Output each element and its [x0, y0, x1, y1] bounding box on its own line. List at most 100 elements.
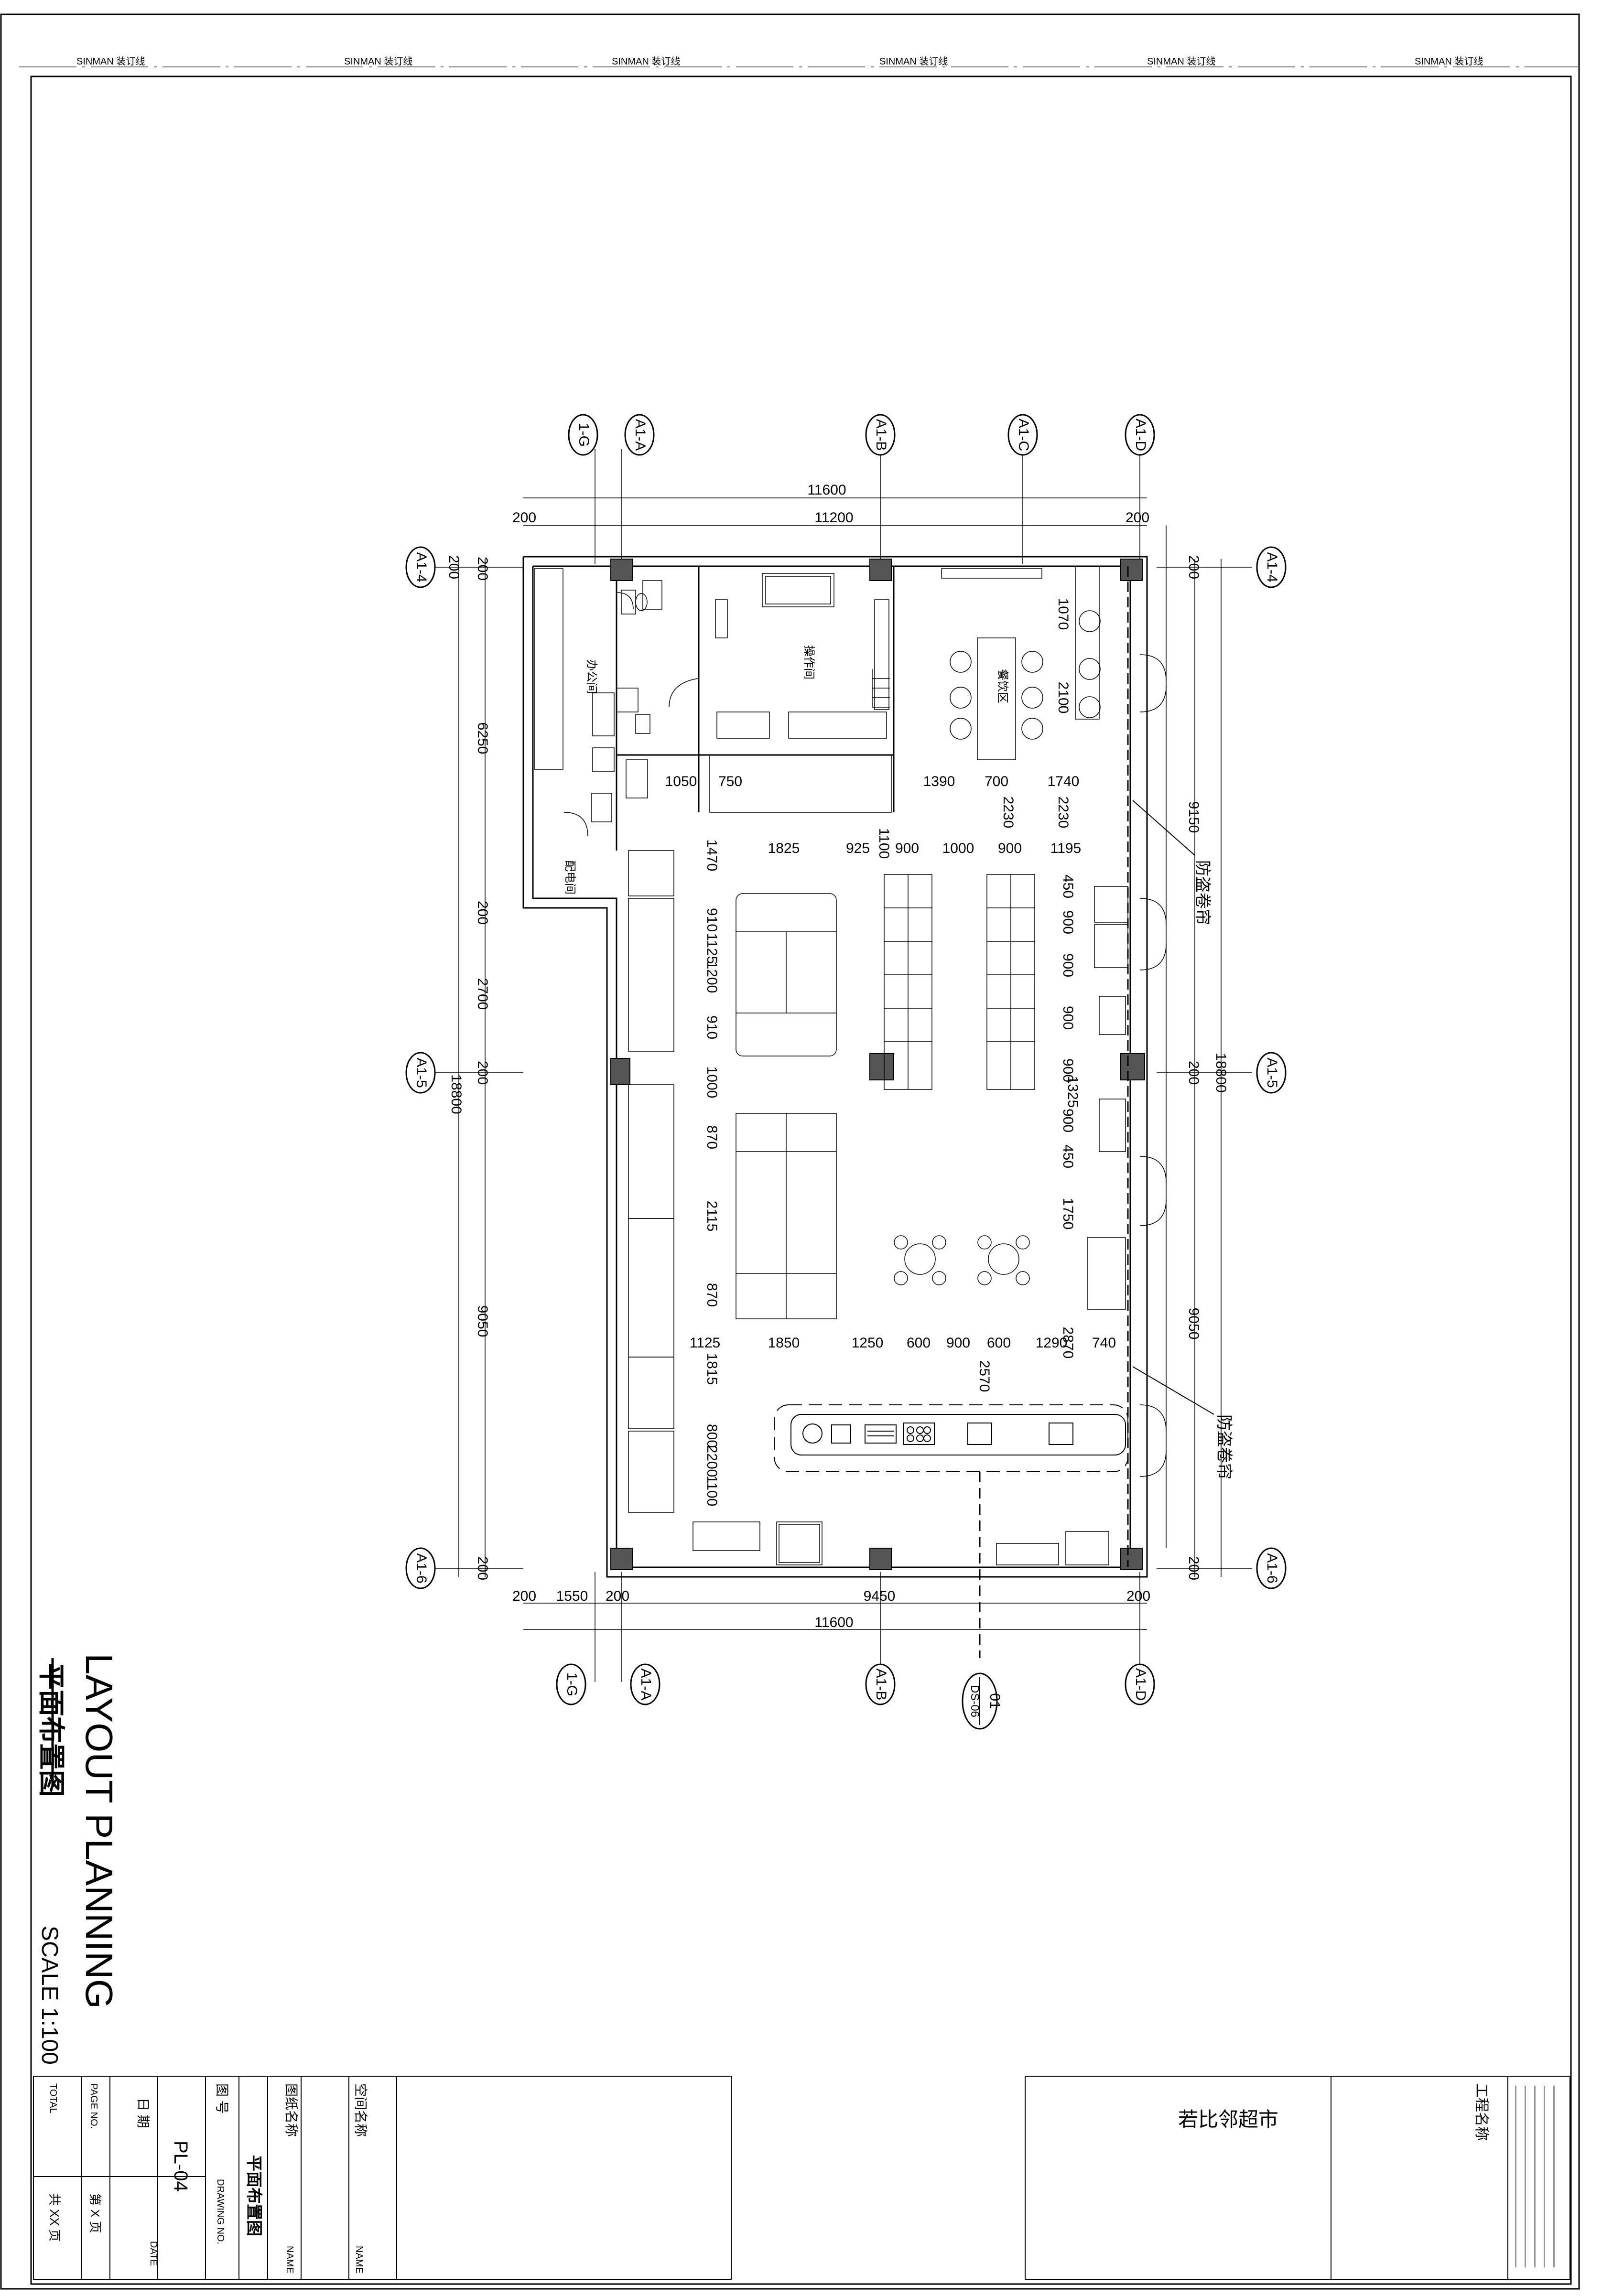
title-english: LAYOUT PLANNING	[78, 1653, 120, 2009]
title-block	[33, 2076, 1570, 2280]
structural-columns	[610, 559, 1145, 1570]
right-wall-units	[1087, 886, 1128, 1310]
dim-text: 9050	[1186, 1308, 1202, 1340]
axis-label: A1-4	[1264, 552, 1280, 582]
dim-text: 600	[987, 1335, 1011, 1351]
dim-text: 9150	[1186, 801, 1202, 833]
dim-text: 2570	[976, 1360, 992, 1392]
dim-text: 800	[704, 1424, 720, 1448]
room-label-office: 办公间	[585, 659, 598, 694]
total-en: TOTAL	[48, 2083, 58, 2113]
axis-labels-left: A1-4 A1-5 A1-6	[413, 552, 429, 1583]
total-value: 共 XX 页	[47, 2193, 62, 2242]
operation-room-fixtures	[709, 573, 892, 813]
disclaimer-lines	[1515, 2086, 1555, 2267]
dim-text: 1200	[704, 961, 720, 993]
date-label: 日 期	[136, 2098, 151, 2128]
axis-labels-bottom: 1-G A1-A A1-B A1-D	[564, 1668, 1148, 1701]
gondola-shelves	[884, 874, 1035, 1090]
dim-text: 11200	[814, 510, 853, 526]
binding-label: SINMAN 装订线	[1415, 56, 1483, 67]
dim-text: 1550	[556, 1588, 588, 1604]
binding-label: SINMAN 装订线	[344, 56, 412, 67]
sheet-outer-border	[0, 13, 1580, 2290]
dim-text: 1070	[1055, 598, 1071, 630]
dim-text: 200	[475, 901, 490, 925]
dim-text: 1850	[768, 1335, 800, 1351]
dimension-bottom: 200 1550 200 9450 200 11600	[512, 1588, 1150, 1630]
dim-text: 870	[704, 1125, 720, 1149]
dim-text: 200	[1126, 510, 1149, 526]
axis-label: 1-G	[564, 1672, 580, 1696]
axis-label: A1-D	[1133, 1668, 1148, 1701]
dimension-right: 200 9150 200 18800 9050 200	[1186, 555, 1229, 1580]
dim-text: 2115	[704, 1201, 720, 1232]
annotation-shutter: 防盗卷帘	[1193, 860, 1212, 925]
dim-text: 2100	[1055, 682, 1071, 714]
dim-text: 1470	[704, 840, 720, 872]
dim-text: 900	[946, 1335, 970, 1351]
dim-text: 900	[1060, 1006, 1076, 1030]
dim-text: 1290	[1036, 1335, 1068, 1351]
drawing-no-label: 图 号	[215, 2083, 229, 2114]
dim-text: 200	[1126, 1588, 1150, 1604]
office-fixtures	[534, 568, 728, 837]
drawing-name-value: 平面布置图	[245, 2155, 263, 2236]
name-en: NAME	[354, 2246, 364, 2274]
name-en: NAME	[284, 2246, 295, 2274]
axis-label: A1-4	[413, 552, 429, 582]
left-wall-shelves	[628, 850, 674, 1513]
axis-label: A1-B	[873, 419, 889, 451]
dim-text: 1195	[1050, 841, 1082, 856]
dim-text: 910	[704, 1015, 720, 1039]
dim-text: 900	[1060, 953, 1076, 977]
bottom-wall-fixtures	[693, 1521, 1109, 1565]
axis-bubbles-bottom	[556, 1663, 1155, 1705]
dim-text: 1390	[923, 774, 955, 789]
dim-text: 18800	[448, 1074, 464, 1114]
dim-text: 9050	[475, 1305, 490, 1337]
dim-text: 1825	[768, 841, 800, 856]
room-labels: 办公间 操作间 餐饮区 配电间	[563, 645, 1009, 895]
page-no-value: 第 X 页	[88, 2193, 102, 2233]
axis-bubbles-left	[405, 546, 436, 1589]
page-no-en: PAGE NO.	[88, 2083, 99, 2129]
axis-label: A1-D	[1133, 419, 1148, 451]
dim-text: 600	[907, 1335, 931, 1351]
dim-text: 1125	[690, 1335, 721, 1351]
dim-text: 910	[704, 908, 720, 932]
dim-text: 200	[475, 557, 490, 581]
dim-text: 900	[1060, 1058, 1076, 1082]
drawing-no-en: DRAWING NO.	[215, 2179, 226, 2244]
date-en: DATE	[148, 2241, 159, 2266]
dim-text: 925	[846, 841, 870, 856]
dim-text: 2870	[1060, 1327, 1076, 1359]
dim-text: 1250	[852, 1335, 884, 1351]
dim-text: 1100	[876, 828, 892, 859]
axis-bubbles-top	[568, 414, 1155, 456]
axis-labels-right: A1-4 A1-5 A1-6	[1264, 552, 1280, 1583]
outer-wall	[522, 556, 1148, 1578]
binding-label: SINMAN 装订线	[612, 56, 680, 67]
dim-text: 1100	[704, 1476, 720, 1507]
dim-text: 1750	[1060, 1198, 1076, 1230]
dim-text: 900	[895, 841, 919, 856]
drawing-no-value: PL-04	[170, 2141, 191, 2192]
dim-text: 870	[704, 1283, 720, 1307]
title-block-text: 空间名称 NAME 图纸名称 NAME 平面布置图 图 号 DRAWING NO…	[47, 2083, 1555, 2274]
round-tables	[894, 1235, 1030, 1285]
section-tag-number: 01	[987, 1693, 1003, 1709]
annotation-shutter: 防盗卷帘	[1215, 1414, 1233, 1479]
axis-label: A1-B	[873, 1669, 889, 1701]
space-name-label: 空间名称	[353, 2083, 368, 2137]
dimension-left: 200 200 6250 200 2700 200 18800 9050 200	[446, 555, 490, 1580]
dim-text: 2700	[475, 978, 490, 1010]
shutter-annotations: 防盗卷帘 防盗卷帘	[1193, 860, 1233, 1479]
binding-label: SINMAN 装订线	[76, 56, 145, 67]
dim-text: 18800	[1213, 1053, 1229, 1092]
axis-labels-top: 1-G A1-A A1-B A1-C A1-D	[576, 419, 1148, 451]
section-tag: 01 DS-06	[962, 1672, 1003, 1730]
anti-theft-shutter	[1127, 526, 1214, 1567]
axis-label: A1-5	[1264, 1057, 1280, 1088]
